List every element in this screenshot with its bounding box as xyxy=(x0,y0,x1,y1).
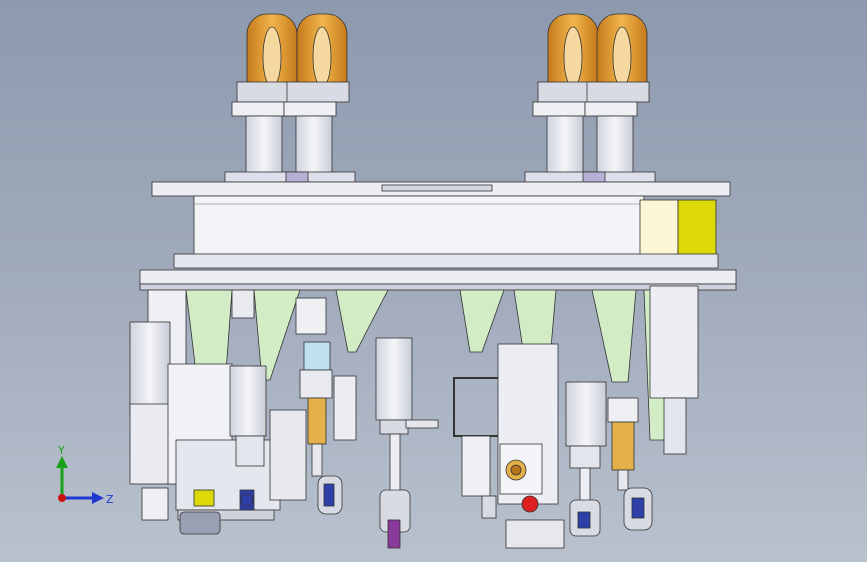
left-actuator-assembly xyxy=(129,289,307,535)
right-center-frame xyxy=(453,343,565,549)
caster-right-b xyxy=(584,13,650,175)
cylinder-right-1 xyxy=(565,381,607,537)
axis-triad xyxy=(56,456,104,504)
caster-left-a xyxy=(231,13,300,175)
caster-left-b xyxy=(283,13,350,175)
axis-z-label: Z xyxy=(106,493,114,506)
cylinder-brass-left xyxy=(295,297,357,515)
caster-right-a xyxy=(532,13,601,175)
cylinder-right-2-brass xyxy=(607,285,699,531)
bottom-plate xyxy=(139,269,737,291)
axis-y-label: Y xyxy=(57,444,65,457)
top-plate xyxy=(151,181,731,197)
cylinder-purple-center xyxy=(375,337,439,549)
main-beam xyxy=(173,195,719,269)
caster-base-plates xyxy=(224,171,656,183)
